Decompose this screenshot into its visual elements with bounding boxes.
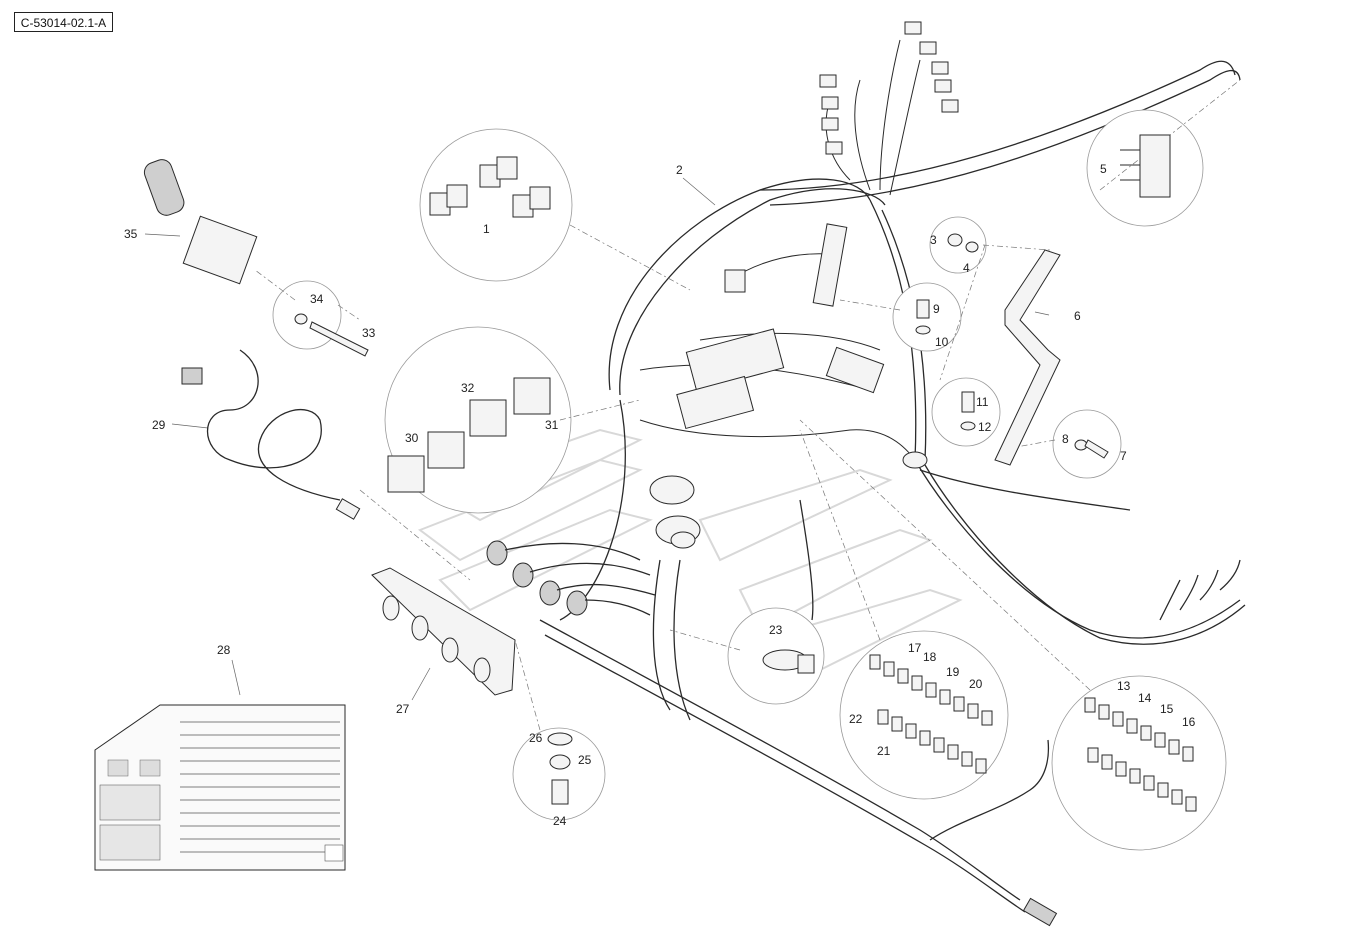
joystick-35: [143, 159, 258, 285]
label-9: 9: [933, 302, 940, 316]
label-11: 11: [976, 395, 989, 409]
fuse-set-13-16: [1084, 697, 1197, 812]
main-wiring-harness: [486, 21, 1246, 927]
label-20: 20: [969, 677, 983, 691]
relays-detail: [387, 377, 551, 493]
label-23: 23: [769, 623, 783, 637]
label-24: 24: [553, 814, 567, 828]
bracket-6: [994, 249, 1061, 466]
label-27: 27: [396, 702, 410, 716]
label-15: 15: [1160, 702, 1174, 716]
label-33: 33: [362, 326, 376, 340]
label-32: 32: [461, 381, 475, 395]
drawing-reference: C-53014-02.1-A: [14, 12, 113, 32]
label-16: 16: [1182, 715, 1196, 729]
label-5: 5: [1100, 162, 1107, 176]
part-number-labels: 1 2 3 4 5 6 7 8 9 10 11 12 13 14 15 16 1…: [124, 162, 1196, 828]
relay-set-detail: [429, 156, 551, 218]
label-28: 28: [217, 643, 231, 657]
label-7: 7: [1120, 449, 1127, 463]
label-18: 18: [923, 650, 937, 664]
label-30: 30: [405, 431, 419, 445]
label-35: 35: [124, 227, 138, 241]
label-3: 3: [930, 233, 937, 247]
label-8: 8: [1062, 432, 1069, 446]
label-10: 10: [935, 335, 949, 349]
plate-27: [371, 567, 516, 696]
label-6: 6: [1074, 309, 1081, 323]
label-17: 17: [908, 641, 922, 655]
label-12: 12: [978, 420, 992, 434]
label-34: 34: [310, 292, 324, 306]
fasteners: [294, 233, 1109, 805]
cable-29: [181, 349, 361, 520]
label-26: 26: [529, 731, 543, 745]
label-1: 1: [483, 222, 490, 236]
connector-5: [1120, 134, 1171, 198]
label-4: 4: [963, 261, 970, 275]
label-19: 19: [946, 665, 960, 679]
label-31: 31: [545, 418, 559, 432]
label-25: 25: [578, 753, 592, 767]
fuse-set-17-22: [869, 654, 993, 774]
label-14: 14: [1138, 691, 1152, 705]
label-13: 13: [1117, 679, 1131, 693]
label-2: 2: [676, 163, 683, 177]
label-29: 29: [152, 418, 166, 432]
label-22: 22: [849, 712, 863, 726]
fuse-label-card-28: [94, 704, 346, 871]
label-21: 21: [877, 744, 891, 758]
